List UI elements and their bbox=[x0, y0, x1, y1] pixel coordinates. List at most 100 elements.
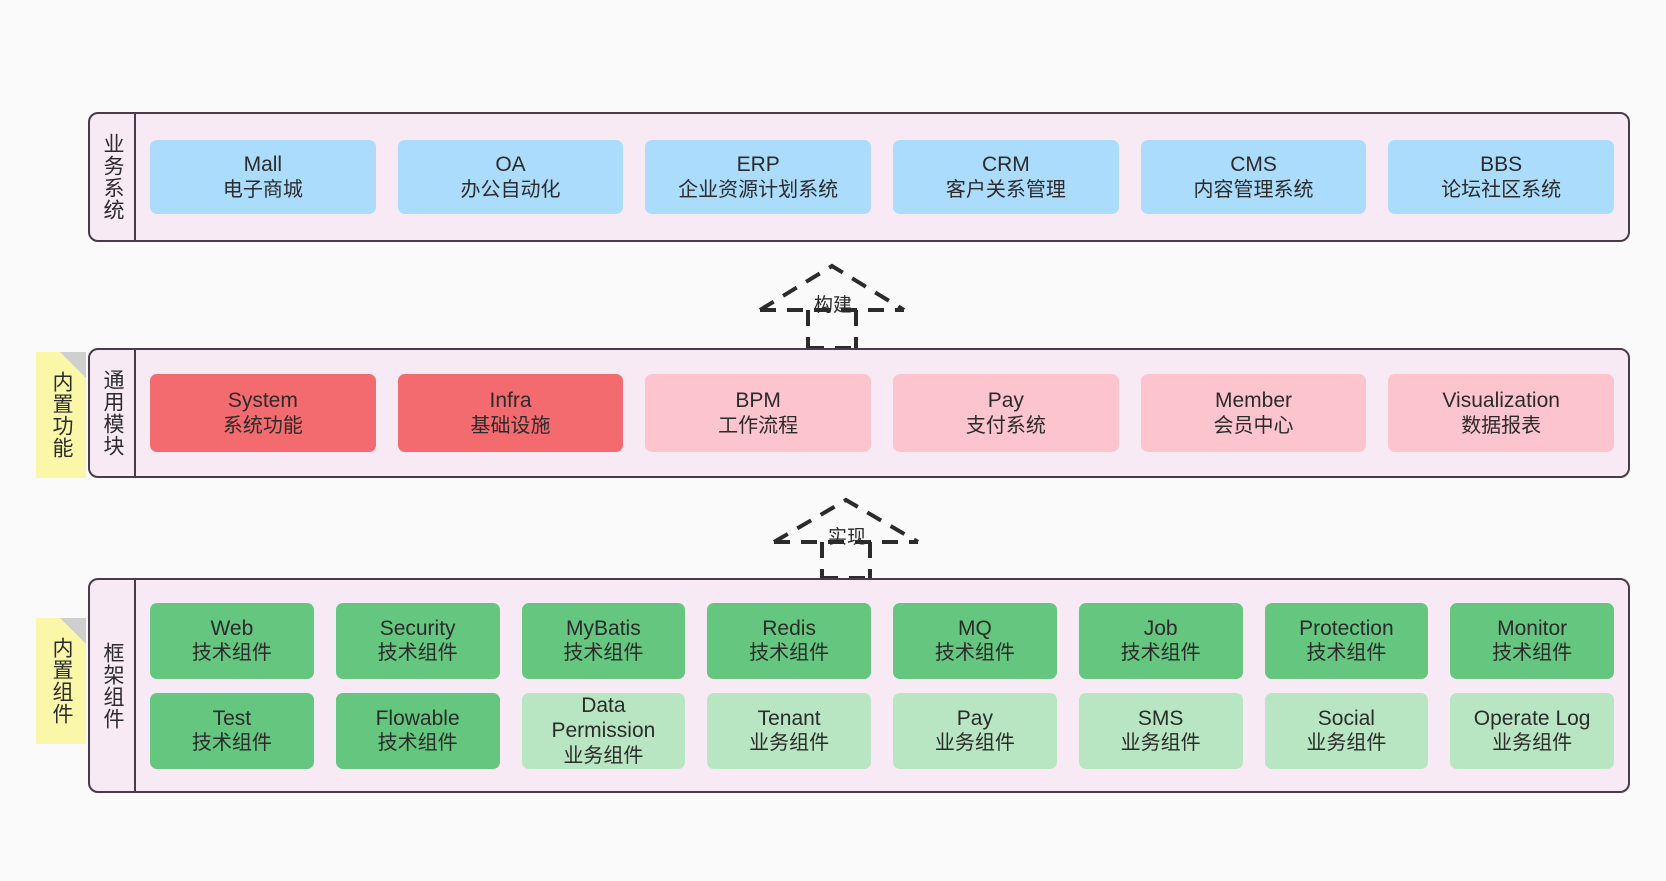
module-desc: 系统功能 bbox=[222, 414, 303, 437]
module-box-web[interactable]: Web 技术组件 bbox=[150, 602, 314, 679]
module-name: ERP bbox=[736, 153, 780, 176]
layer-framework-components: 框架组件 Web 技术组件 Security 技术组件 MyBatis 技术组件… bbox=[88, 578, 1630, 793]
layer-framework-label: 框架组件 bbox=[101, 641, 125, 730]
layer-business-body: Mall 电子商城 OA 办公自动化 ERP 企业资源计划系统 CRM 客户关系… bbox=[136, 114, 1628, 240]
module-desc: 客户关系管理 bbox=[945, 178, 1066, 201]
module-box-crm[interactable]: CRM 客户关系管理 bbox=[893, 140, 1119, 214]
layer-divider bbox=[134, 580, 136, 791]
module-box-flowable[interactable]: Flowable 技术组件 bbox=[335, 692, 500, 769]
module-name: Member bbox=[1215, 389, 1293, 412]
layer-business-systems: 业务系统 Mall 电子商城 OA 办公自动化 ERP 企业资源计划系统 CRM bbox=[88, 112, 1630, 242]
module-name: Redis bbox=[762, 616, 816, 640]
module-box-sms[interactable]: SMS 业务组件 bbox=[1078, 692, 1243, 769]
module-name: SMS bbox=[1137, 706, 1184, 730]
module-desc: 业务组件 bbox=[1492, 732, 1573, 755]
module-box-erp[interactable]: ERP 企业资源计划系统 bbox=[645, 140, 872, 214]
module-name: MQ bbox=[957, 616, 992, 640]
module-box-bbs[interactable]: BBS 论坛社区系统 bbox=[1388, 140, 1615, 214]
module-desc: 业务组件 bbox=[1306, 732, 1387, 755]
module-box-data-permission[interactable]: Data Permission 业务组件 bbox=[521, 692, 686, 769]
module-desc: 技术组件 bbox=[1120, 642, 1201, 665]
module-box-monitor[interactable]: Monitor 技术组件 bbox=[1450, 602, 1614, 679]
module-box-oa[interactable]: OA 办公自动化 bbox=[397, 140, 624, 214]
module-name: Job bbox=[1143, 616, 1178, 640]
module-box-social[interactable]: Social 业务组件 bbox=[1264, 692, 1429, 769]
module-box-security[interactable]: Security 技术组件 bbox=[335, 602, 500, 679]
sticky-note-builtin-components: 内置组件 bbox=[36, 618, 86, 744]
module-box-redis[interactable]: Redis 技术组件 bbox=[707, 602, 871, 679]
layer-common-modules: 通用模块 System 系统功能 Infra 基础设施 BPM 工作流程 Pay bbox=[88, 348, 1630, 478]
module-desc: 基础设施 bbox=[470, 414, 551, 437]
common-row: System 系统功能 Infra 基础设施 BPM 工作流程 Pay 支付系统… bbox=[150, 374, 1615, 452]
module-name: BPM bbox=[735, 389, 781, 412]
framework-row-business: Test 技术组件 Flowable 技术组件 Data Permission … bbox=[150, 692, 1614, 769]
module-name: Flowable bbox=[375, 706, 460, 730]
module-box-bpm[interactable]: BPM 工作流程 bbox=[645, 374, 872, 452]
module-desc: 技术组件 bbox=[377, 642, 458, 665]
module-desc: 工作流程 bbox=[718, 414, 799, 437]
module-name: Protection bbox=[1299, 616, 1394, 640]
module-box-job[interactable]: Job 技术组件 bbox=[1078, 602, 1243, 679]
module-name: Web bbox=[210, 616, 254, 640]
module-box-pay[interactable]: Pay 支付系统 bbox=[893, 374, 1119, 452]
module-name: Monitor bbox=[1497, 616, 1568, 640]
module-desc: 电子商城 bbox=[222, 178, 303, 201]
module-name: System bbox=[227, 389, 298, 412]
module-box-cms[interactable]: CMS 内容管理系统 bbox=[1140, 140, 1367, 214]
module-desc: 数据报表 bbox=[1461, 414, 1542, 437]
module-desc: 办公自动化 bbox=[460, 178, 561, 201]
module-box-tenant[interactable]: Tenant 业务组件 bbox=[707, 692, 871, 769]
module-box-pay-business[interactable]: Pay 业务组件 bbox=[893, 692, 1057, 769]
module-box-operate-log[interactable]: Operate Log 业务组件 bbox=[1450, 692, 1614, 769]
fold-corner-icon bbox=[60, 352, 86, 378]
layer-common-body: System 系统功能 Infra 基础设施 BPM 工作流程 Pay 支付系统… bbox=[136, 350, 1628, 476]
module-box-member[interactable]: Member 会员中心 bbox=[1140, 374, 1367, 452]
module-box-test[interactable]: Test 技术组件 bbox=[150, 692, 314, 769]
module-name: MyBatis bbox=[566, 616, 641, 640]
module-desc: 业务组件 bbox=[749, 732, 830, 755]
sticky-note-builtin-features: 内置功能 bbox=[36, 352, 86, 478]
module-name: CRM bbox=[981, 153, 1030, 176]
arrow-head-triangle bbox=[772, 497, 920, 544]
arrow-shaft bbox=[820, 542, 872, 578]
module-desc: 论坛社区系统 bbox=[1441, 178, 1562, 201]
module-desc: 技术组件 bbox=[563, 642, 644, 665]
module-desc: 技术组件 bbox=[934, 642, 1015, 665]
module-box-mq[interactable]: MQ 技术组件 bbox=[893, 602, 1057, 679]
connector-realize-label: 实现 bbox=[828, 527, 867, 548]
module-desc: 内容管理系统 bbox=[1193, 178, 1314, 201]
module-name: Visualization bbox=[1442, 389, 1560, 412]
module-name: Pay bbox=[956, 706, 993, 730]
module-name: Pay bbox=[987, 389, 1024, 412]
module-box-mybatis[interactable]: MyBatis 技术组件 bbox=[521, 602, 686, 679]
module-name: Test bbox=[212, 706, 252, 730]
module-box-visualization[interactable]: Visualization 数据报表 bbox=[1388, 374, 1615, 452]
module-desc: 企业资源计划系统 bbox=[678, 178, 839, 201]
layer-divider bbox=[134, 114, 136, 240]
module-name: Security bbox=[379, 616, 456, 640]
module-box-infra[interactable]: Infra 基础设施 bbox=[397, 374, 624, 452]
module-name: BBS bbox=[1480, 153, 1523, 176]
arrow-shaft bbox=[806, 310, 858, 348]
module-box-mall[interactable]: Mall 电子商城 bbox=[150, 140, 376, 214]
layer-framework-body: Web 技术组件 Security 技术组件 MyBatis 技术组件 Redi… bbox=[136, 580, 1628, 791]
module-desc: 业务组件 bbox=[563, 744, 644, 767]
module-box-protection[interactable]: Protection 技术组件 bbox=[1264, 602, 1429, 679]
sticky-note-label: 内置组件 bbox=[50, 637, 74, 725]
module-name: Mall bbox=[243, 153, 283, 176]
module-desc: 技术组件 bbox=[377, 732, 458, 755]
layer-business-label: 业务系统 bbox=[101, 133, 125, 221]
sticky-note-label: 内置功能 bbox=[50, 371, 74, 459]
module-name: Social bbox=[1317, 706, 1375, 730]
module-name: Infra bbox=[489, 389, 532, 412]
fold-corner-icon bbox=[60, 618, 86, 644]
module-desc: 技术组件 bbox=[191, 732, 272, 755]
connector-build-label: 构建 bbox=[814, 295, 853, 316]
module-name: Operate Log bbox=[1473, 706, 1591, 730]
module-box-system[interactable]: System 系统功能 bbox=[150, 374, 376, 452]
module-desc: 技术组件 bbox=[749, 642, 830, 665]
module-desc: 技术组件 bbox=[191, 642, 272, 665]
module-desc: 技术组件 bbox=[1306, 642, 1387, 665]
arrow-head-triangle bbox=[758, 263, 906, 312]
